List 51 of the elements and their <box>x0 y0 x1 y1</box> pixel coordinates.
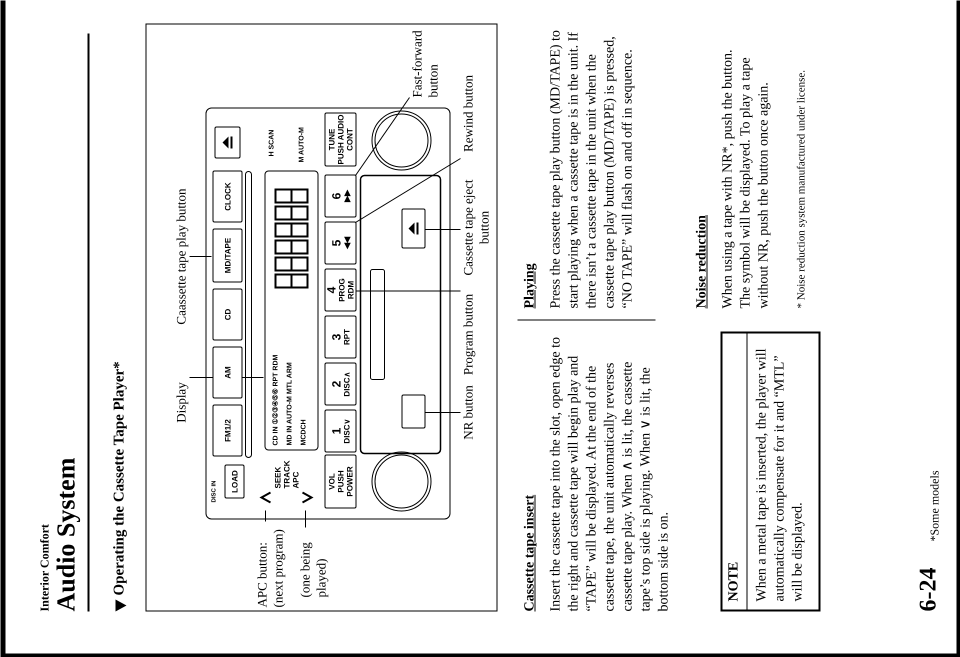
callout-label: (one being played) <box>297 527 329 597</box>
band-button: AM <box>212 346 242 398</box>
callout-label: Fast-forward button <box>409 27 443 97</box>
leader-line <box>424 228 460 230</box>
tune-knob <box>371 110 431 170</box>
note-box <box>720 331 820 611</box>
note-text: When a metal tape is inserted, the player will automatically compensate for it and “MTL” will be displayed. <box>753 346 806 604</box>
callout-label: Display <box>173 377 189 427</box>
subheading: Playing <box>521 262 538 308</box>
program-button: 4 PROG RDM <box>324 268 356 311</box>
band-button: FM1/2 <box>212 404 242 456</box>
volume-button: VOL PUSH POWER <box>324 454 356 508</box>
cd-button: CD <box>212 288 242 340</box>
leader-line <box>354 96 410 176</box>
section-name: Interior Comfort <box>37 524 52 611</box>
footnote: *Some models <box>927 470 942 541</box>
clock-button: CLOCK <box>212 170 242 222</box>
page-title: Audio System <box>51 457 81 611</box>
subheading: Noise reduction <box>693 214 710 308</box>
preset-button: 3 RPT <box>324 315 356 358</box>
tape-play-button: MD/TAPE <box>212 228 242 282</box>
leader-line <box>354 158 460 222</box>
callout-label: Caassette tape play button <box>173 181 189 331</box>
disc-eject-button <box>214 126 240 158</box>
leader-line <box>354 290 460 291</box>
display-panel <box>264 170 318 450</box>
page-number: 6-24 <box>915 567 942 611</box>
subheading: Cassette tape insert <box>521 494 538 611</box>
callout-label: Rewind button <box>460 68 478 158</box>
rewind-button: 5 ◀◀ <box>324 221 356 264</box>
leader-line <box>304 510 306 528</box>
preset-button: 2 DISC∧ <box>324 362 356 405</box>
leader-line <box>264 510 266 522</box>
cassette-eject-button <box>401 208 425 248</box>
audio-unit-panel <box>205 107 450 519</box>
footnote: * Noise reduction system manufactured under license. <box>795 68 808 308</box>
noise-reduction-button <box>401 394 425 428</box>
callout-label: Program button <box>460 290 478 378</box>
callout-label: APC button: (next program) <box>254 521 286 607</box>
paragraph: Insert the cassette tape into the slot, open edge to the right and cassette tape will begin play and “TAPE” will be displayed. At the end of the cassette tape, the unit automatically reverses cassette tape play. When ∧ is lit, the cassette tape’s top side is playing. When ∨ is lit, the bottom side is on. <box>547 336 672 611</box>
note-heading: NOTE <box>722 333 747 609</box>
preset-button: 1 DISC∨ <box>324 409 356 452</box>
volume-knob <box>371 451 431 511</box>
fast-forward-button: 6 ▶▶ <box>324 174 356 217</box>
section-heading: Operating the Cassette Tape Player* <box>111 360 128 595</box>
paragraph: When using a tape with NR*, push the button. The symbol will be displayed. To play a tape without NR, push the button once again. <box>719 48 772 308</box>
tune-button: TUNE PUSH AUDIO CONT <box>324 112 356 166</box>
callout-label: Cassette tape eject button <box>460 173 494 281</box>
paragraph: Press the cassette tape play button (MD/TAPE) to start playing when a cassette tape is in the unit. If there isn’t a cassette tape in the unit when the cassette tape play button (MD/TAPE) is pressed, “NO TAPE” will flash on and off in sequence. <box>547 28 636 308</box>
load-button: LOAD <box>224 464 244 498</box>
panel-text: SEEK TRACK APC <box>273 459 300 488</box>
